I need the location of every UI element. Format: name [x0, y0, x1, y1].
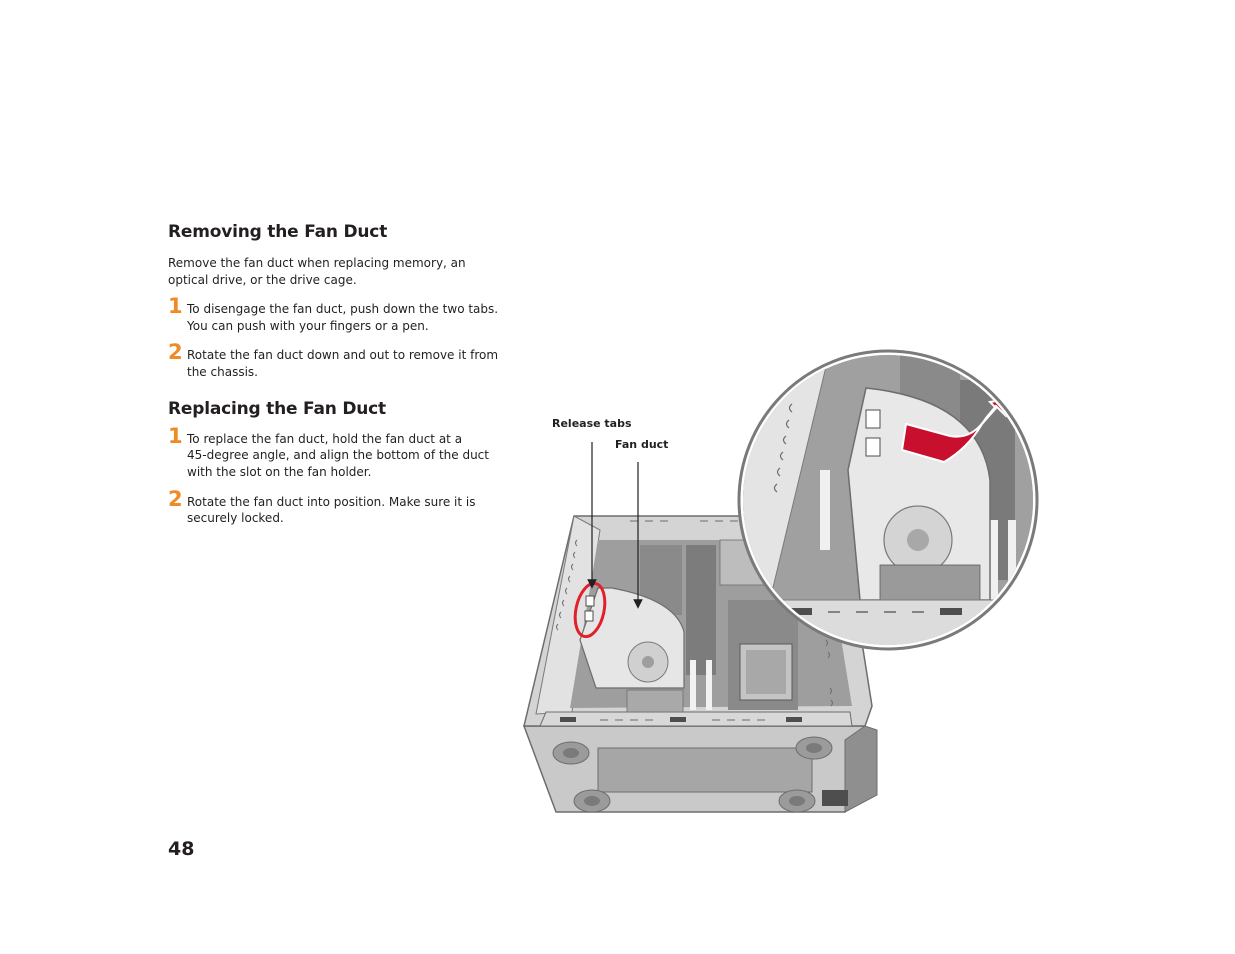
step-number: 1 — [168, 294, 183, 318]
step-text-line: Rotate the fan duct down and out to remo… — [187, 348, 499, 362]
step-number: 1 — [168, 424, 183, 448]
section-title-replacing: Replacing the Fan Duct — [168, 399, 386, 419]
step-text-line: 45-degree angle, and align the bottom of… — [187, 448, 489, 462]
step-number: 2 — [168, 340, 183, 364]
step-text-line: securely locked. — [187, 511, 284, 525]
step-number: 2 — [168, 487, 183, 511]
step-text-line: the chassis. — [187, 365, 258, 379]
fan-duct-label: Fan duct — [615, 438, 669, 451]
step-text-line: Rotate the fan duct into position. Make … — [187, 495, 476, 509]
step-text-line: with the slot on the fan holder. — [187, 465, 372, 479]
release-tabs-label: Release tabs — [552, 417, 632, 430]
fan-duct-icon — [579, 587, 685, 713]
step-text-line: To disengage the fan duct, push down the… — [187, 302, 499, 316]
section-title-removing: Removing the Fan Duct — [168, 222, 388, 242]
removing-intro: Remove the fan duct when replacing memor… — [168, 256, 466, 287]
page-number: 48 — [168, 838, 195, 860]
step-text-line: To replace the fan duct, hold the fan du… — [187, 432, 463, 446]
step-text-line: You can push with your fingers or a pen. — [187, 319, 429, 333]
zoom-inset-icon — [737, 349, 1039, 651]
